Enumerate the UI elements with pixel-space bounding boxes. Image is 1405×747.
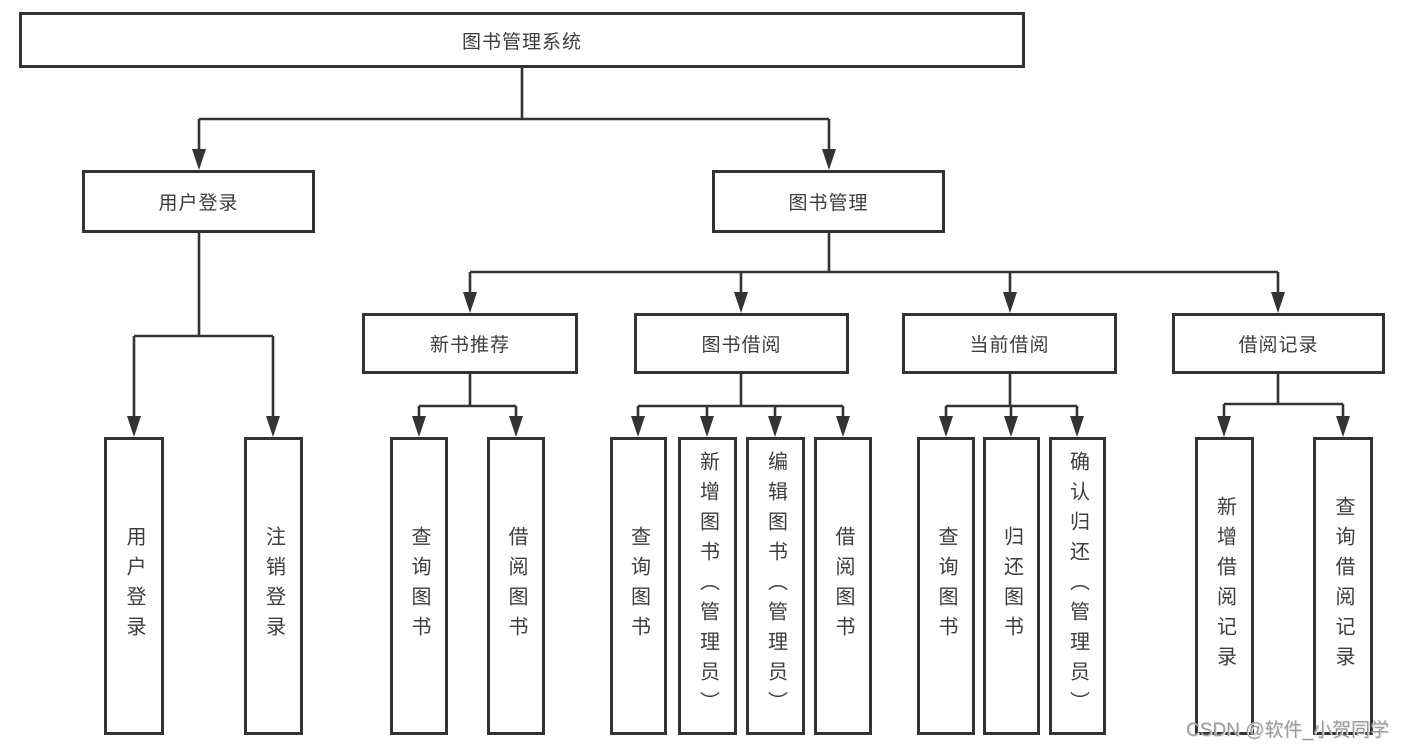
leaf-query-books-current: 查询图书 [917,437,975,735]
connector-new-book-recommend-to-leaves [412,374,523,437]
node-current-borrow: 当前借阅 [902,313,1117,374]
leaf-borrow-books: 借阅图书 [814,437,872,735]
connector-book-borrow-to-leaves [631,374,850,437]
leaf-user-login: 用户登录 [104,437,164,735]
leaf-logout: 注销登录 [244,437,303,735]
leaf-borrow-books-label: 借阅图书 [832,526,854,646]
leaf-borrow-books-recommend-label: 借阅图书 [505,526,527,646]
leaf-logout-label: 注销登录 [262,526,285,646]
leaf-query-borrow-record: 查询借阅记录 [1313,437,1373,735]
node-current-borrow-label: 当前借阅 [969,335,1050,356]
node-root-system: 图书管理系统 [19,12,1025,68]
connector-root-to-level2 [192,67,836,170]
csdn-watermark: CSDN @软件_小贺同学 [1186,720,1389,741]
leaf-query-books-current-label: 查询图书 [935,526,957,646]
leaf-query-books-borrow: 查询图书 [610,437,667,735]
node-book-borrow: 图书借阅 [634,313,849,374]
leaf-edit-books-admin-label: 编辑图书（管理员） [764,451,787,721]
leaf-add-books-admin: 新增图书（管理员） [678,437,737,735]
leaf-borrow-books-recommend: 借阅图书 [487,437,545,735]
connector-user-login-to-leaves [127,233,280,437]
node-new-book-recommend: 新书推荐 [362,313,578,374]
node-root-system-label: 图书管理系统 [461,31,582,53]
node-user-login-label: 用户登录 [158,193,239,214]
leaf-add-borrow-record: 新增借阅记录 [1195,437,1254,735]
leaf-return-books-label: 归还图书 [1000,526,1023,646]
leaf-query-borrow-record-label: 查询借阅记录 [1332,496,1354,676]
connector-current-borrow-to-leaves [939,374,1084,437]
node-book-mgmt: 图书管理 [712,170,945,233]
leaf-user-login-label: 用户登录 [123,526,145,646]
leaf-query-books-recommend-label: 查询图书 [408,526,430,646]
leaf-confirm-return-admin-label: 确认归还（管理员） [1066,451,1089,721]
node-book-mgmt-label: 图书管理 [788,193,869,214]
leaf-confirm-return-admin: 确认归还（管理员） [1049,437,1106,735]
node-book-borrow-label: 图书借阅 [701,335,782,356]
node-borrow-records: 借阅记录 [1172,313,1385,374]
leaf-query-books-recommend: 查询图书 [390,437,448,735]
node-user-login: 用户登录 [82,170,315,233]
leaf-add-borrow-record-label: 新增借阅记录 [1213,496,1236,676]
node-borrow-records-label: 借阅记录 [1238,335,1319,356]
leaf-return-books: 归还图书 [983,437,1040,735]
connector-book-mgmt-to-level3 [463,233,1285,313]
leaf-edit-books-admin: 编辑图书（管理员） [746,437,805,735]
connector-borrow-records-to-leaves [1217,374,1350,437]
leaf-add-books-admin-label: 新增图书（管理员） [696,451,719,721]
node-new-book-recommend-label: 新书推荐 [429,335,510,356]
leaf-query-books-borrow-label: 查询图书 [627,526,650,646]
